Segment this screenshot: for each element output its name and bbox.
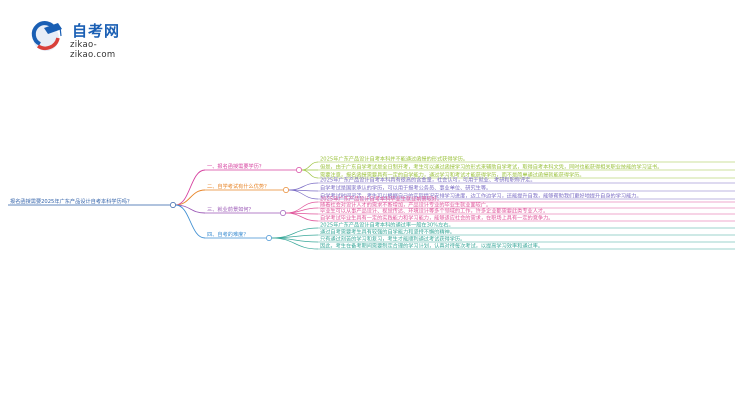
leaf-connector [288,189,319,200]
leaf-connector [271,234,319,239]
leaf-node-label: 只有通过刻苦的学习和复习，考生才能顺利通过考试获得学历。 [320,234,465,242]
leaf-node-label: 2025年广东产品设计自考本科具有很高的含金量，社会认可，可用于就业、考研和职称… [320,175,536,183]
graduation-cap-icon [31,21,62,51]
branch-connector [175,204,206,239]
leaf-node-label: 2025年广东产品设计自考本科并不能通过函授的形式获得学历。 [320,154,468,162]
leaf-node-label: 但是，由于广东自学考试是全日制开考，考生可以通过函授学习的形式来辅助自学考试，取… [320,162,662,170]
leaf-node-label: 因此，考生在备考期间需要制定合理的学习计划，认真对待每次考试，以提高学习效率和通… [320,241,543,249]
branch-collapse-toggle[interactable] [280,210,286,216]
leaf-node-label: 随着社会对设计人才的需求不断增加，产品设计专业的毕业生就业面较广。 [320,200,491,208]
branch-connector [175,189,206,206]
branch-node-label: 四、自考的难度？ [207,230,249,238]
leaf-connector [301,169,319,179]
branch-collapse-toggle[interactable] [266,235,272,241]
leaf-connector [285,201,319,214]
site-logo[interactable]: 自考网 zikao-zikao.com [30,18,140,60]
leaf-connector [301,161,319,171]
root-node-label: 报名函授需要2025年广东产品设计自考本科学历吗？ [10,197,132,205]
branch-collapse-toggle[interactable] [296,167,302,173]
leaf-node-label: 2025年广东产品设计自考本科毕业生就业前景较好。 [320,194,442,202]
leaf-node-label: 通过自考需要考生具有较强的自学能力和坚持不懈的精神。 [320,227,455,235]
branch-node-label: 二、自学考试有什么优势？ [207,182,269,190]
leaf-node-label: 自学考试是国家承认的学历，可以用于报考公务员、事业单位、研究生等。 [320,183,491,191]
branch-node-label: 一、报名函授需要学历？ [207,162,264,170]
root-collapse-toggle[interactable] [170,202,176,208]
leaf-connector [271,237,319,250]
leaf-node-label: 需要注意，报名函授需要具有一定的自学能力，通过学习和考试才能获得学历，而不是简单… [320,170,585,178]
logo-subtitle: zikao-zikao.com [70,40,116,60]
branch-collapse-toggle[interactable] [283,187,289,193]
leaf-node-label: 2025年广东产品设计自考本科的通过率一般在30%左右。 [320,220,454,228]
leaf-node-label: 自学考试时间灵活，考生可以根据自己的实际情况安排学习进度，边工作边学习，还能提升… [320,191,642,199]
mind-map-nodes: 报名函授需要2025年广东产品设计自考本科学历吗？ 一、报名函授需要学历？ 2025… [8,154,735,249]
branch-connector [175,169,206,206]
leaf-node-label: 自学考试毕业生具有一定的实践能力和学习能力，能够适应社会的需求，在职场上具有一定… [320,213,553,221]
mind-map-edges [175,161,319,250]
leaf-connector [285,212,319,222]
leaf-connector [288,182,319,191]
branch-node-label: 三、就业前景如何？ [207,205,254,213]
logo-title: 自考网 [72,22,121,40]
leaf-node-label: 毕业生可以从事产品设计、视觉传达、环境设计等多个领域的工作，许多企业都需要此类专… [320,206,548,214]
